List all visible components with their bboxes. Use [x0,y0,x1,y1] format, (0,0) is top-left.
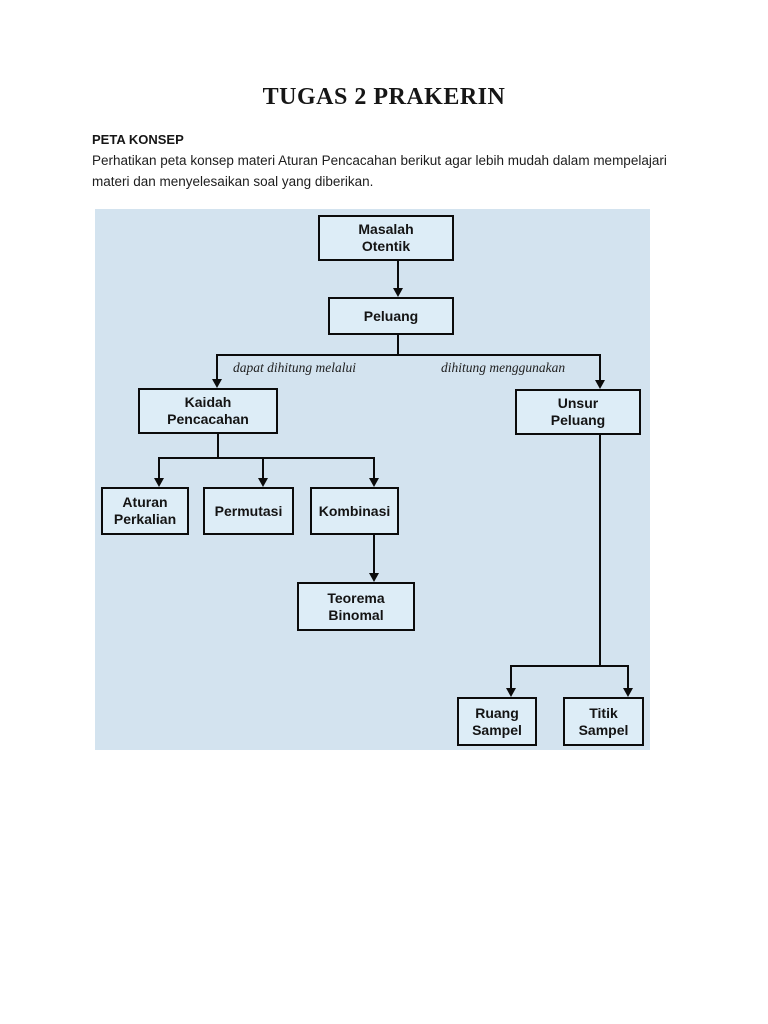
connector-bar-ruang [510,665,512,689]
node-label: Masalah Otentik [358,221,414,254]
branch-bar-kaidah [158,457,375,459]
node-kombinasi: Kombinasi [310,487,399,535]
connector-bar-titik [627,665,629,689]
node-titik-sampel: Titik Sampel [563,697,644,746]
node-aturan-perkalian: Aturan Perkalian [101,487,189,535]
node-teorema-binomal: Teorema Binomal [297,582,415,631]
node-label: Aturan Perkalian [113,494,177,527]
node-label: Kaidah Pencacahan [167,394,249,427]
connector-branch-kaidah [216,354,218,379]
node-label: Ruang Sampel [472,704,522,738]
page-title: TUGAS 2 PRAKERIN [262,84,506,110]
connector-kombinasi-teorema [373,535,375,574]
node-label: Kombinasi [318,502,391,519]
branch-bar-sampel [510,665,629,667]
arrowhead-icon [369,573,379,582]
arrowhead-icon [154,478,164,487]
node-label: Titik Sampel [578,704,629,738]
arrowhead-icon [623,688,633,697]
arrowhead-icon [369,478,379,487]
connector-bar-kombinasi [373,457,375,479]
arrowhead-icon [212,379,222,388]
node-label: Peluang [363,307,419,324]
arrowhead-icon [393,288,403,297]
node-ruang-sampel: Ruang Sampel [457,697,537,746]
connector-kaidah-bar [217,434,219,459]
intro-paragraph: Perhatikan peta konsep materi Aturan Pen… [92,150,692,192]
node-unsur-peluang: Unsur Peluang [515,389,641,435]
connector-branch-unsur [599,354,601,380]
arrowhead-icon [595,380,605,389]
edge-label-right: dihitung menggunakan [441,360,566,375]
node-label: Unsur Peluang [550,395,606,428]
arrowhead-icon [258,478,268,487]
connector-bar-aturan [158,457,160,479]
intro-line-2: materi dan menyelesaikan soal yang diber… [92,174,374,189]
concept-map-panel: Masalah Otentik Peluang Kaidah Pencacaha… [95,209,650,750]
connector-bar-permutasi [262,457,264,479]
section-heading: PETA KONSEP [92,132,184,147]
node-permutasi: Permutasi [203,487,294,535]
arrowhead-icon [506,688,516,697]
node-masalah-otentik: Masalah Otentik [318,215,454,261]
node-label: Teorema Binomal [327,589,385,623]
connector-peluang-branch [397,335,399,356]
node-peluang: Peluang [328,297,454,335]
edge-label-left: dapat dihitung melalui [233,360,356,375]
connector-masalah-peluang [397,261,399,289]
node-label: Permutasi [214,502,283,519]
intro-line-1: Perhatikan peta konsep materi Aturan Pen… [92,153,667,168]
connector-unsur-bar [599,435,601,667]
node-kaidah-pencacahan: Kaidah Pencacahan [138,388,278,434]
branch-bar-top [216,354,601,356]
